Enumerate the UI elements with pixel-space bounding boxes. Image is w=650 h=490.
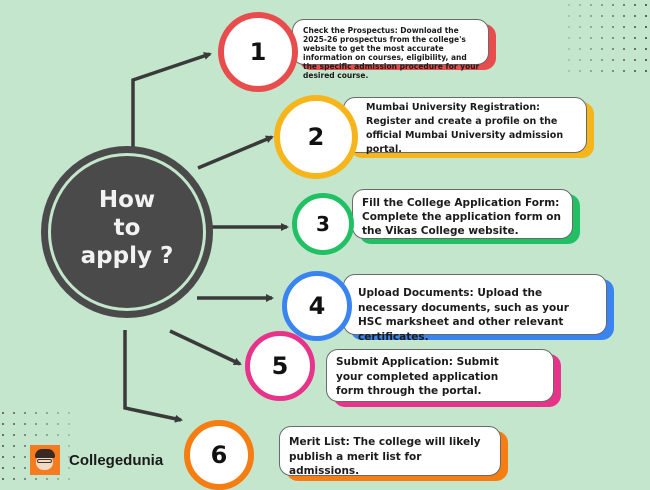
hub-ring [48, 153, 206, 311]
hub-title-line-2: to [113, 215, 141, 241]
step-1-circle: 1 [218, 12, 298, 92]
step-1-text: Check the Prospectus: Download the 2025-… [292, 19, 489, 80]
step-1-card: Check the Prospectus: Download the 2025-… [292, 19, 496, 80]
step-5-card: Submit Application: Submit your complete… [326, 349, 561, 407]
step-5-circle: 5 [245, 331, 315, 401]
dot-grid-bottom-left [2, 412, 72, 488]
step-6-number: 6 [210, 441, 228, 469]
hub-title: How to apply ? [41, 186, 213, 270]
step-4-card: Upload Documents: Upload the necessary d… [343, 274, 614, 343]
step-3-card: Fill the College Application Form: Compl… [352, 189, 580, 244]
dot-grid-top-right [568, 4, 650, 74]
step-5-text: Submit Application: Submit your complete… [326, 349, 554, 402]
arrow-to-step-2 [197, 135, 274, 170]
step-5-number: 5 [271, 352, 289, 380]
step-4-number: 4 [308, 292, 326, 320]
student-avatar-icon [30, 445, 60, 475]
step-4-text: Upload Documents: Upload the necessary d… [343, 274, 607, 343]
step-4-circle: 4 [282, 271, 352, 341]
step-2-text: Mumbai University Registration: Register… [343, 97, 587, 155]
arrow-to-step-1 [131, 52, 212, 148]
step-3-number: 3 [316, 212, 330, 236]
step-6-text: Merit List: The college will likely publ… [279, 426, 501, 477]
step-3-circle: 3 [292, 193, 354, 255]
arrow-to-step-6 [123, 330, 183, 423]
hub-circle: How to apply ? [41, 146, 213, 318]
hub-title-line-1: How [98, 187, 156, 213]
step-2-circle: 2 [274, 95, 358, 179]
step-6-circle: 6 [184, 420, 254, 490]
step-3-text: Fill the College Application Form: Compl… [352, 189, 573, 239]
brand-logo: Collegedunia [30, 445, 163, 475]
arrow-to-step-5 [169, 329, 242, 366]
step-1-number: 1 [249, 38, 267, 66]
step-2-number: 2 [307, 123, 325, 151]
brand-name: Collegedunia [69, 451, 164, 469]
step-2-card: Mumbai University Registration: Register… [343, 97, 594, 158]
hub-title-line-3: apply ? [80, 243, 174, 269]
step-6-card: Merit List: The college will likely publ… [279, 426, 508, 481]
